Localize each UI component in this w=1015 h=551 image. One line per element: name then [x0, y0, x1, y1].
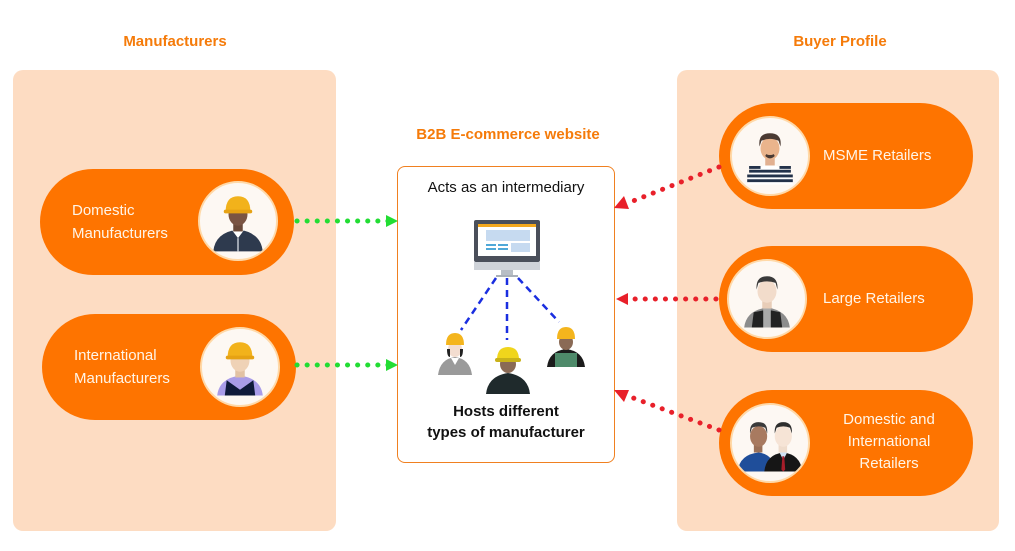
b2b-website-box: Acts as an intermediary	[397, 166, 615, 463]
buyer-label: Large Retailers	[823, 287, 925, 310]
buyer-card-large[interactable]: Large Retailers	[719, 246, 973, 352]
buyer-card-msme[interactable]: MSME Retailers	[719, 103, 973, 209]
label-line-1: Domestic	[72, 202, 135, 219]
buyers-title: Buyer Profile	[793, 33, 887, 50]
hosts-text: Hosts different types of manufacturer	[398, 401, 614, 443]
hosts-line-1: Hosts different	[453, 403, 559, 420]
intermediary-text: Acts as an intermediary	[427, 179, 585, 196]
label-line-2: Manufacturers	[74, 370, 170, 387]
label-line-1: International	[74, 347, 157, 364]
label-line-1: MSME Retailers	[823, 147, 932, 164]
arrowhead-icon	[614, 390, 629, 402]
label-line-2: International	[847, 433, 931, 450]
buyer-label: Domestic and International Retailers	[819, 409, 959, 475]
manufacturer-card-international[interactable]: International Manufacturers	[42, 314, 296, 420]
label-line-1: Domestic and	[843, 411, 935, 428]
label-line-3: Retailers	[859, 455, 919, 472]
manufacturer-label: Domestic Manufacturers	[72, 199, 168, 245]
label-line-2: Manufacturers	[72, 225, 168, 242]
arrowhead-icon	[616, 293, 628, 305]
buyer-label: MSME Retailers	[823, 144, 931, 167]
buyer-card-domestic-international[interactable]: Domestic and International Retailers	[719, 390, 973, 496]
manufacturers-title: Manufacturers	[123, 33, 227, 50]
manufacturer-label: International Manufacturers	[74, 344, 170, 390]
manufacturer-card-domestic[interactable]: Domestic Manufacturers	[40, 169, 294, 275]
manufacturers-panel	[13, 70, 336, 531]
worker-overalls-icon	[545, 323, 587, 369]
man-striped-shirt-icon	[730, 116, 810, 196]
male-worker-icon	[484, 342, 532, 394]
two-men-icon	[730, 403, 810, 483]
man-vest-icon	[727, 259, 807, 339]
worker-dark-skin-icon	[198, 181, 278, 261]
label-line-1: Large Retailers	[823, 290, 925, 307]
hosts-line-2: types of manufacturer	[427, 424, 585, 441]
arrowhead-icon	[614, 196, 629, 209]
female-worker-icon	[434, 327, 476, 377]
center-title: B2B E-commerce website	[416, 126, 600, 143]
computer-monitor-icon	[472, 219, 542, 279]
worker-vest-icon	[200, 327, 280, 407]
